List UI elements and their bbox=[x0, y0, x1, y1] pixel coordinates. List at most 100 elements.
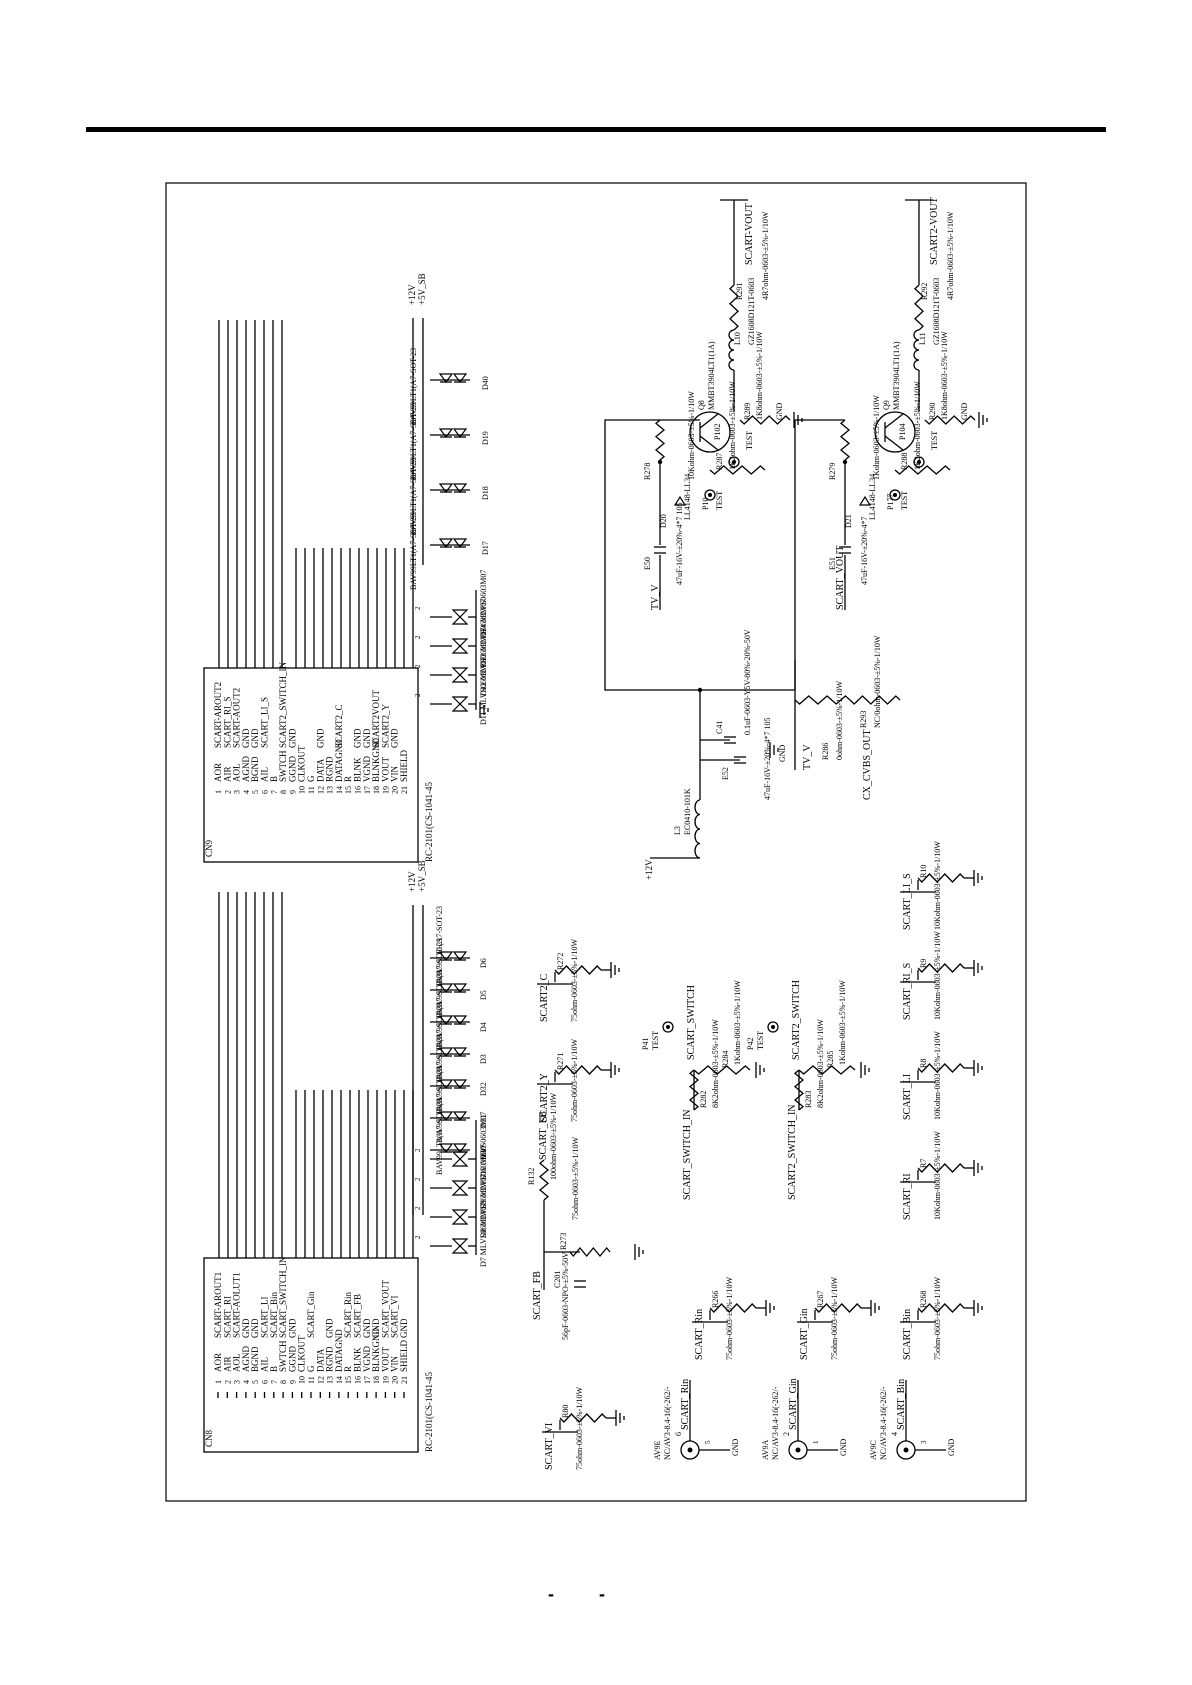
driver1-supply-wire bbox=[604, 419, 700, 691]
cn8-pin-name: AGND bbox=[241, 1346, 251, 1372]
cn9-pin-number: 17 bbox=[363, 786, 372, 794]
switch-out-net-0: SCART_SWITCH bbox=[686, 985, 697, 1060]
cn8-pin-number: 15 bbox=[344, 1376, 353, 1384]
switch-r2-ref: R285 bbox=[826, 1051, 835, 1068]
bav99-part-label: BAV99LT1(A7-SOT-23 bbox=[409, 403, 418, 480]
r272-net: SCART2_C bbox=[539, 973, 550, 1022]
l3-inductor bbox=[694, 799, 701, 859]
cn8-box bbox=[203, 1257, 419, 1453]
cn8-pin-name: SWTCH bbox=[278, 1340, 288, 1372]
jack-pin2: 5 bbox=[704, 1440, 712, 1444]
tvs-diode-d10 bbox=[451, 1151, 469, 1160]
bav99-diode-b-0 bbox=[452, 1143, 468, 1153]
switch-tp-ref: P42 bbox=[746, 1038, 755, 1050]
bav99-diode-b-2 bbox=[452, 1079, 468, 1089]
cn8-pin-number: 21 bbox=[400, 1376, 409, 1384]
r80-net: SCART_VI bbox=[544, 1423, 555, 1470]
r266-net: SCART_Rin bbox=[694, 1309, 705, 1360]
cn8-pin-name: BGND bbox=[250, 1346, 260, 1372]
cn8-pin-number: 18 bbox=[372, 1376, 381, 1384]
cn9-net-label: SCART2_C bbox=[334, 705, 344, 748]
bav99-diode-b-4 bbox=[452, 1015, 468, 1025]
driver1-l-ref: L10 bbox=[733, 332, 742, 345]
cn9-pin-number: 3 bbox=[233, 790, 242, 794]
driver1-r-emit-value: 1K2ohm-0603-±5%-1/10W bbox=[728, 381, 737, 470]
driver1-r-out-ref: R291 bbox=[735, 283, 744, 300]
driver2-l bbox=[913, 329, 920, 371]
bav99-upper-b-1 bbox=[452, 483, 468, 493]
bav99-ref-label: D5 bbox=[479, 990, 488, 1000]
bav99-diode-b-5 bbox=[452, 983, 468, 993]
bav99-part-label: BAV99LT1(A7-SOT-23 bbox=[409, 458, 418, 535]
r272-ref: R272 bbox=[556, 953, 565, 970]
cn8-ref: CN8 bbox=[204, 1429, 214, 1447]
bav99-diode-3 bbox=[438, 1047, 454, 1057]
driver2-r-emit-ref: R288 bbox=[900, 453, 909, 470]
bav99-part-label: BAV99LT1(A7-SOT-23 bbox=[435, 1066, 444, 1143]
jack-pin2: 3 bbox=[920, 1440, 928, 1444]
r80-ref: R80 bbox=[561, 1405, 570, 1418]
switch-in-net-0: SCART_SWITCH_IN bbox=[682, 1109, 693, 1200]
driver1-tp2-ref: P102 bbox=[713, 424, 722, 440]
r7-ref: R7 bbox=[919, 1159, 928, 1168]
cn8-pin-name: VOUT bbox=[380, 1347, 390, 1372]
cn9-pin-name: G bbox=[306, 775, 316, 782]
r268-ref: R268 bbox=[919, 1291, 928, 1308]
switch-tp-label: TEST bbox=[651, 1031, 660, 1050]
bav99-upper-3 bbox=[438, 373, 454, 383]
test-point-center bbox=[708, 493, 712, 497]
cn9-pin-number: 1 bbox=[214, 790, 223, 794]
switch-r2-0 bbox=[693, 1065, 751, 1075]
r80-value: 75ohm-0603-±5%-1/10W bbox=[575, 1387, 584, 1470]
bav99-part-label: BAV99LT1(A7-SOT-23 bbox=[435, 970, 444, 1047]
driver1-r-base bbox=[654, 419, 666, 461]
pin-number: 2 bbox=[414, 1206, 422, 1210]
cn9-pin-name: VGND bbox=[362, 756, 372, 782]
c201-value: 56pF-0603-NPO-±5%-50V bbox=[561, 1252, 570, 1340]
bav99-diode-6 bbox=[438, 951, 454, 961]
cn9-pin-name: BLNK bbox=[353, 757, 363, 782]
r272-resistor bbox=[554, 965, 602, 975]
bav99-ref-label: D19 bbox=[481, 431, 490, 445]
test-point-center bbox=[771, 1025, 775, 1029]
driver1-tp1-ref: P10 bbox=[701, 498, 710, 510]
cn8-net-label: SCART-AROUT1 bbox=[213, 1272, 223, 1338]
cn9-pin-name: AIR bbox=[222, 767, 232, 783]
bav99-diode-1 bbox=[438, 1111, 454, 1121]
pin-number: 2 bbox=[414, 1235, 422, 1239]
rail-12v-label-upper: +12V bbox=[407, 284, 417, 305]
jack-gnd-label: GND bbox=[731, 1438, 740, 1456]
driver1-r-base-value: 10Kohm-0603-±5%-1/10W bbox=[687, 391, 696, 480]
test-point-center bbox=[732, 460, 736, 464]
cn8-net-label: SCART_LI bbox=[260, 1297, 270, 1338]
tvs-diode-label: D14 MLVS0603M07 bbox=[479, 570, 488, 638]
bav99-ref-label: D3 bbox=[479, 1054, 488, 1064]
driver2-diode-value: LL4148-LL34 bbox=[868, 474, 877, 520]
driver2-supply-wire bbox=[700, 419, 845, 691]
driver1-diode-ref: D20 bbox=[659, 514, 668, 528]
driver1-diode-symbol bbox=[673, 495, 687, 506]
junction-dot bbox=[657, 459, 663, 465]
driver2-r-emit-value: 1K2ohm-0603-±5%-1/10W bbox=[913, 381, 922, 470]
cn9-pin-number: 15 bbox=[344, 786, 353, 794]
r10-ref: R10 bbox=[919, 865, 928, 878]
driver1-r-out-value: 4R7ohm-0603-±5%-1/10W bbox=[761, 211, 770, 300]
cn9-pin-name: BGND bbox=[250, 756, 260, 782]
bav99-upper-0 bbox=[438, 538, 454, 548]
cn8-pin-number: 4 bbox=[242, 1380, 251, 1384]
cn8-pin-number: 8 bbox=[279, 1380, 288, 1384]
tvs-diode-d11 bbox=[451, 696, 469, 705]
switch-tp-label: TEST bbox=[756, 1031, 765, 1050]
r267-ref: R267 bbox=[816, 1291, 825, 1308]
bav99-part-label: BAV99LT1(A7-SOT-23 bbox=[435, 1098, 444, 1175]
jack-part: NC/AV3-8.4-16(-262/- bbox=[771, 1386, 780, 1460]
driver2-transistor-symbol bbox=[874, 411, 916, 453]
r271-value: 75ohm-0603-±5%-1/10W bbox=[570, 1039, 579, 1122]
r267-resistor bbox=[814, 1303, 862, 1313]
rail-5v-label-lower: +5V_SB bbox=[417, 860, 427, 892]
cn9-pin-name: AIL bbox=[260, 767, 270, 782]
cn9-pin-name: R bbox=[343, 776, 353, 782]
bav99-part-label: BAV99LT1(A7-SOT-23 bbox=[435, 1034, 444, 1111]
jack-net: SCART_Bin bbox=[896, 1379, 907, 1430]
